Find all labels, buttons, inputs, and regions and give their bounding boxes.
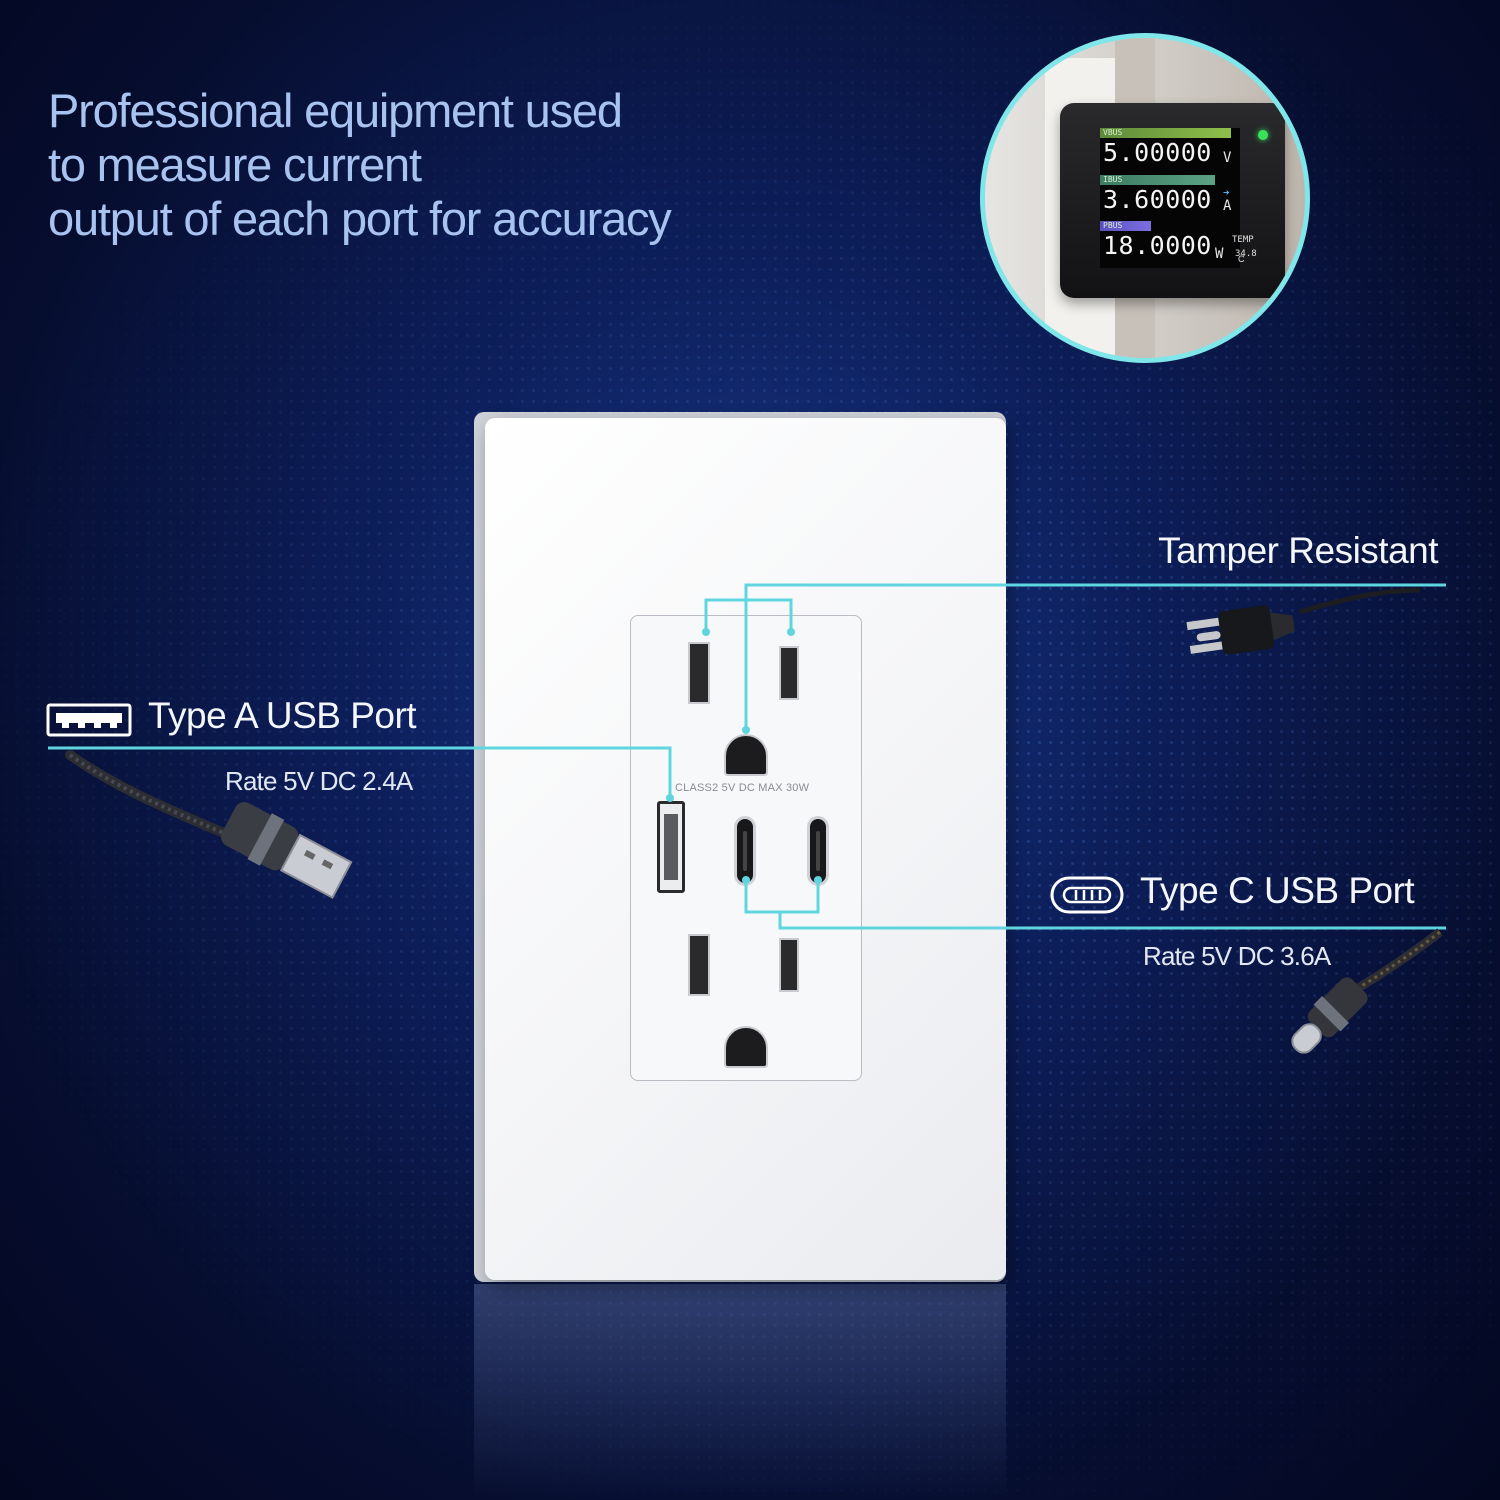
usb-c-icon [1050, 876, 1124, 914]
type-a-rate: Rate 5V DC 2.4A [225, 766, 413, 796]
bottom-ground-hole [724, 1026, 768, 1068]
type-c-callout-line [744, 880, 820, 914]
ibus-unit: A [1223, 198, 1232, 214]
top-hot-slot [779, 646, 799, 700]
usb-a-port [657, 801, 685, 893]
usb-c-port-1 [734, 816, 756, 886]
headline-line-1: Professional equipment used [48, 84, 623, 137]
tamper-resistant-title: Tamper Resistant [1158, 530, 1438, 571]
bottom-neutral-slot [688, 934, 710, 996]
status-led [1258, 130, 1268, 140]
type-a-callout-line [48, 746, 672, 798]
vbus-value: 5.00000 [1103, 138, 1212, 167]
plate-reflection [474, 1284, 1006, 1500]
temp-label: TEMP [1232, 235, 1254, 245]
temp-unit: C [1238, 254, 1245, 264]
temp-value: 34.8 [1235, 249, 1257, 259]
vbus-label: VBUS [1100, 128, 1231, 138]
headline-line-3: output of each port for accuracy [48, 192, 672, 245]
vbus-unit: V [1223, 150, 1232, 166]
usb-a-cable [65, 750, 353, 899]
pbus-value: 18.0000 [1103, 231, 1212, 260]
meter-screen: VBUS 5.00000 V IBUS 3.60000 ➔ A PBUS 18.… [1100, 128, 1257, 268]
headline-line-2: to measure current [48, 138, 422, 191]
usb-c-cable [1291, 928, 1443, 1054]
top-neutral-slot [688, 642, 710, 704]
tamper-callout-line [704, 598, 793, 632]
direction-arrow-icon: ➔ [1223, 186, 1230, 199]
pbus-unit: W [1215, 246, 1224, 262]
ibus-value: 3.60000 [1103, 185, 1212, 214]
headline: Professional equipment used to measure c… [48, 84, 768, 246]
bottom-hot-slot [779, 938, 799, 992]
top-ground-hole [724, 734, 768, 776]
rating-text: CLASS2 5V DC MAX 30W [675, 782, 810, 794]
usb-meter-device: VBUS 5.00000 V IBUS 3.60000 ➔ A PBUS 18.… [1060, 103, 1285, 298]
type-c-title: Type C USB Port [1140, 870, 1415, 911]
ibus-label: IBUS [1100, 175, 1215, 185]
power-plug [1186, 587, 1421, 655]
usb-a-icon [46, 703, 132, 737]
type-a-title: Type A USB Port [148, 695, 417, 736]
usb-meter-inset: VBUS 5.00000 V IBUS 3.60000 ➔ A PBUS 18.… [980, 33, 1310, 363]
type-c-rate: Rate 5V DC 3.6A [1143, 941, 1331, 971]
pbus-label: PBUS [1100, 221, 1151, 231]
